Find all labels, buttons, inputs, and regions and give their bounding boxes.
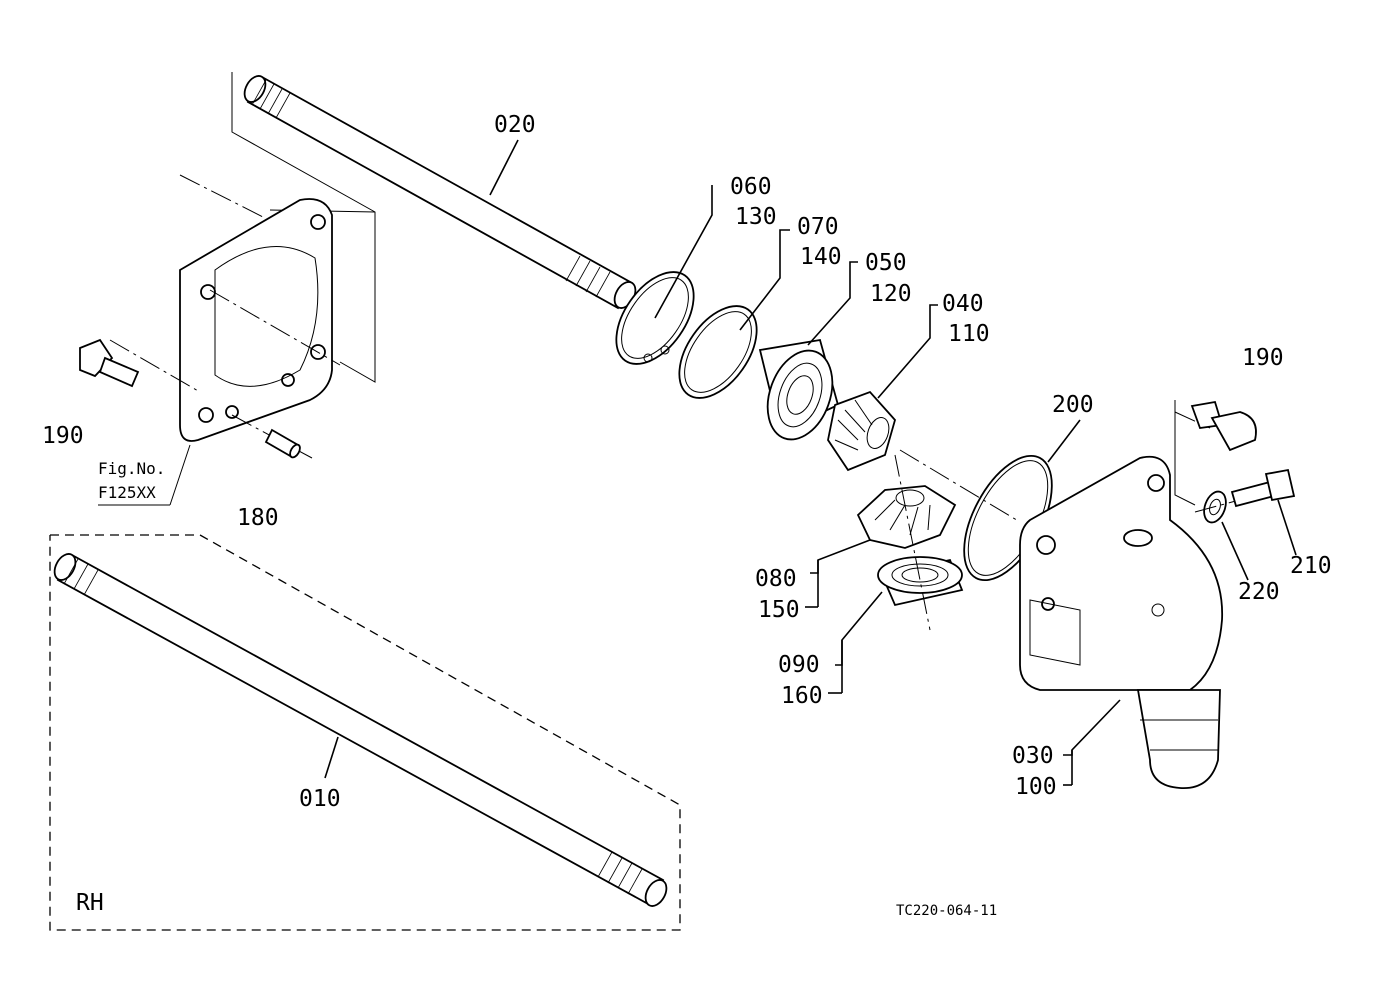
housing-030[interactable] bbox=[899, 400, 1223, 789]
fig-ref-line2: F125XX bbox=[98, 483, 156, 502]
fig-ref-line1: Fig.No. bbox=[98, 459, 165, 478]
label-150: 150 bbox=[758, 597, 800, 623]
label-180: 180 bbox=[237, 505, 279, 531]
label-190-right: 190 bbox=[1242, 345, 1284, 371]
label-210: 210 bbox=[1290, 553, 1332, 579]
label-190-left: 190 bbox=[42, 423, 84, 449]
bolt-190-left[interactable] bbox=[79, 338, 201, 393]
label-160: 160 bbox=[781, 683, 823, 709]
label-090: 090 bbox=[778, 652, 820, 678]
shaft-020[interactable] bbox=[231, 72, 640, 383]
leader-lines bbox=[324, 139, 1297, 786]
label-130: 130 bbox=[735, 204, 777, 230]
label-030: 030 bbox=[1012, 743, 1054, 769]
rh-label: RH bbox=[76, 890, 104, 916]
label-200: 200 bbox=[1052, 392, 1094, 418]
bevel-gear-080[interactable] bbox=[856, 485, 957, 549]
shim-070[interactable] bbox=[664, 292, 773, 412]
bolt-190-right[interactable] bbox=[1174, 400, 1257, 452]
label-020: 020 bbox=[494, 112, 536, 138]
label-040: 040 bbox=[942, 291, 984, 317]
label-050: 050 bbox=[865, 250, 907, 276]
part-labels: 020 060 130 070 140 050 120 040 110 190 … bbox=[42, 112, 1332, 812]
shaft-010[interactable] bbox=[50, 550, 670, 909]
label-080: 080 bbox=[755, 566, 797, 592]
label-140: 140 bbox=[800, 244, 842, 270]
label-220: 220 bbox=[1238, 579, 1280, 605]
label-110: 110 bbox=[948, 321, 990, 347]
bevel-gear-040[interactable] bbox=[827, 390, 897, 472]
label-120: 120 bbox=[870, 281, 912, 307]
bearing-090[interactable] bbox=[877, 454, 964, 631]
shaft-020-splines bbox=[251, 79, 611, 298]
rh-group-box bbox=[49, 534, 681, 931]
flange-plate bbox=[98, 174, 376, 506]
label-060: 060 bbox=[730, 174, 772, 200]
label-010: 010 bbox=[299, 786, 341, 812]
pin-180[interactable] bbox=[231, 414, 313, 459]
drawing-code: TC220-064-11 bbox=[896, 903, 997, 919]
bolt-210[interactable] bbox=[1194, 468, 1296, 513]
label-100: 100 bbox=[1015, 774, 1057, 800]
bearing-050[interactable] bbox=[756, 338, 844, 448]
label-070: 070 bbox=[797, 214, 839, 240]
